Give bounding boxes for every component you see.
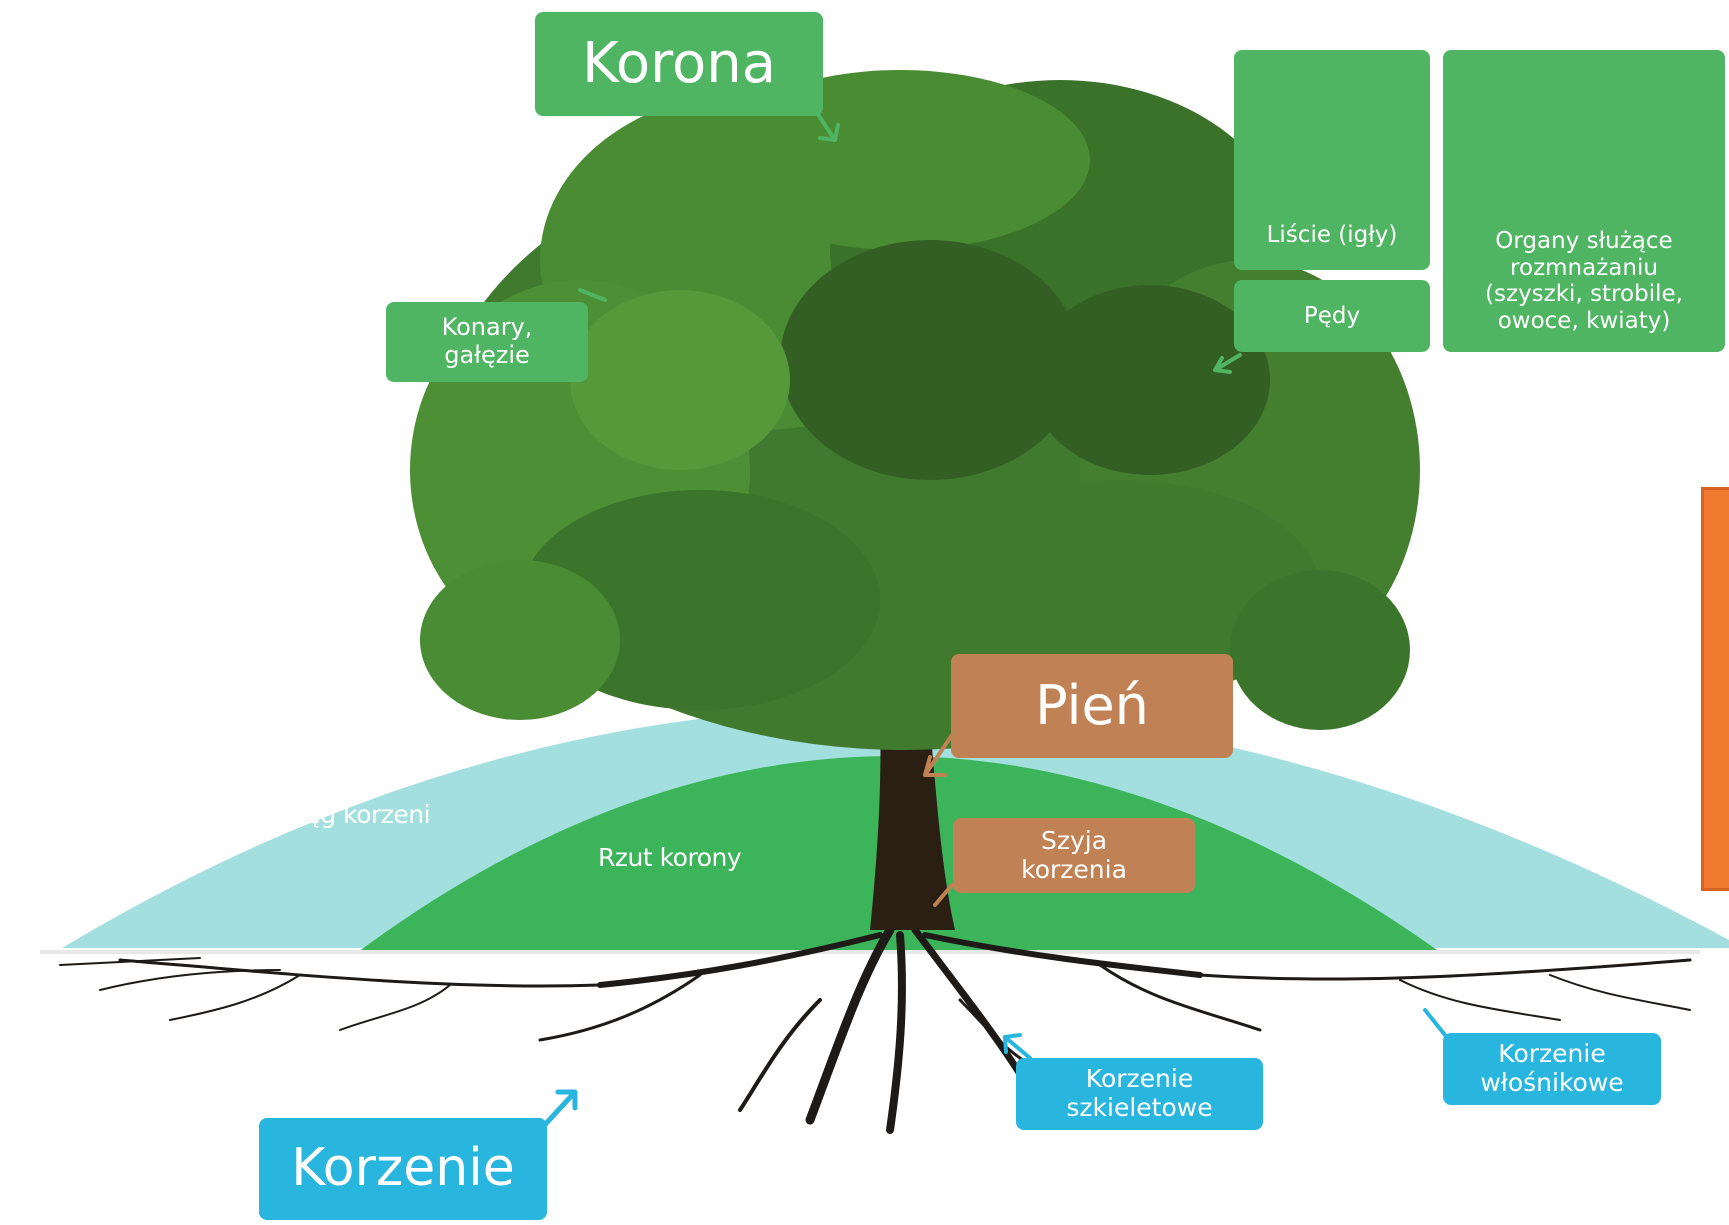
konary-text: Konary, gałęzie <box>441 313 533 369</box>
korzenie-text: Korzenie <box>291 1138 515 1199</box>
organy-text: Organy służące rozmnażaniu (szyszki, str… <box>1485 228 1683 334</box>
szkieletowe-arrow <box>1003 1033 1032 1060</box>
root-zone-label: Zasięg korzeni <box>255 800 431 829</box>
pien-arrow <box>923 733 954 777</box>
side-tab <box>1701 487 1729 891</box>
pien-text: Pień <box>1035 673 1149 737</box>
liscie-label: Liście (igły) <box>1234 50 1430 270</box>
wlosnikowe-label: Korzenie włośnikowe <box>1443 1033 1661 1105</box>
liscie-text: Liście (igły) <box>1266 221 1398 248</box>
crown-projection-label: Rzut korony <box>598 843 742 872</box>
pedy-label: Pędy <box>1234 280 1430 352</box>
korona-label: Korona <box>535 12 823 116</box>
pien-label: Pień <box>951 654 1233 758</box>
szyja-label: Szyja korzenia <box>953 818 1195 893</box>
szyja-text: Szyja korzenia <box>1021 825 1127 884</box>
wlosnikowe-arrow <box>1423 1008 1447 1037</box>
pedy-text: Pędy <box>1303 302 1361 329</box>
korzenie-label: Korzenie <box>259 1118 547 1220</box>
konary-label: Konary, gałęzie <box>386 302 588 382</box>
szyja-arrow <box>933 883 954 907</box>
pointer-arrows <box>537 108 1447 1133</box>
korona-text: Korona <box>581 30 777 96</box>
wlosnikowe-text: Korzenie włośnikowe <box>1480 1039 1624 1097</box>
organy-label: Organy służące rozmnażaniu (szyszki, str… <box>1443 50 1725 352</box>
szkieletowe-label: Korzenie szkieletowe <box>1016 1058 1263 1130</box>
pedy-arrow <box>1213 353 1242 374</box>
szkieletowe-text: Korzenie szkieletowe <box>1066 1064 1213 1122</box>
konary-arrow <box>578 288 607 302</box>
